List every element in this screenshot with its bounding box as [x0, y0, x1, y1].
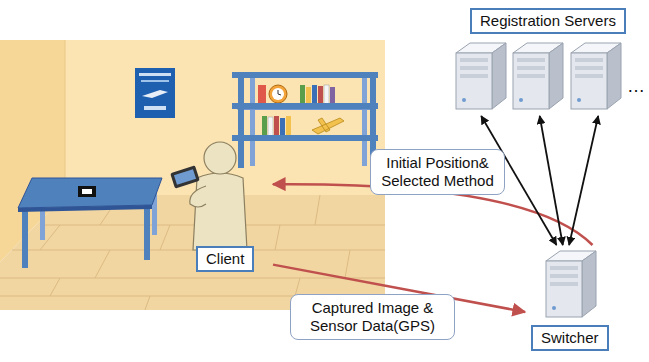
node-region: Registration Servers — [450, 4, 645, 116]
message-label: Initial Position& Selected Method — [370, 149, 505, 195]
back-wall — [65, 40, 385, 195]
connector-arrow — [540, 116, 563, 245]
ellipsis-label: … — [627, 76, 645, 96]
poster — [135, 68, 175, 118]
floor — [0, 195, 385, 310]
node-label: Registration Servers — [470, 8, 626, 34]
node-label: Client — [196, 246, 254, 272]
shelf — [232, 72, 378, 168]
table — [18, 178, 162, 268]
node-region: Switcher — [525, 245, 615, 353]
server-icon — [513, 43, 563, 109]
floor-planks — [0, 195, 385, 310]
message-label: Captured Image & Sensor Data(GPS) — [290, 294, 455, 340]
connector-arrow — [569, 116, 598, 245]
switcher-icon — [546, 251, 596, 317]
node-label: Switcher — [531, 325, 609, 351]
server-icon — [456, 43, 506, 109]
server-icon — [571, 43, 621, 109]
node-region: Client — [178, 140, 273, 274]
client-person — [170, 142, 247, 250]
